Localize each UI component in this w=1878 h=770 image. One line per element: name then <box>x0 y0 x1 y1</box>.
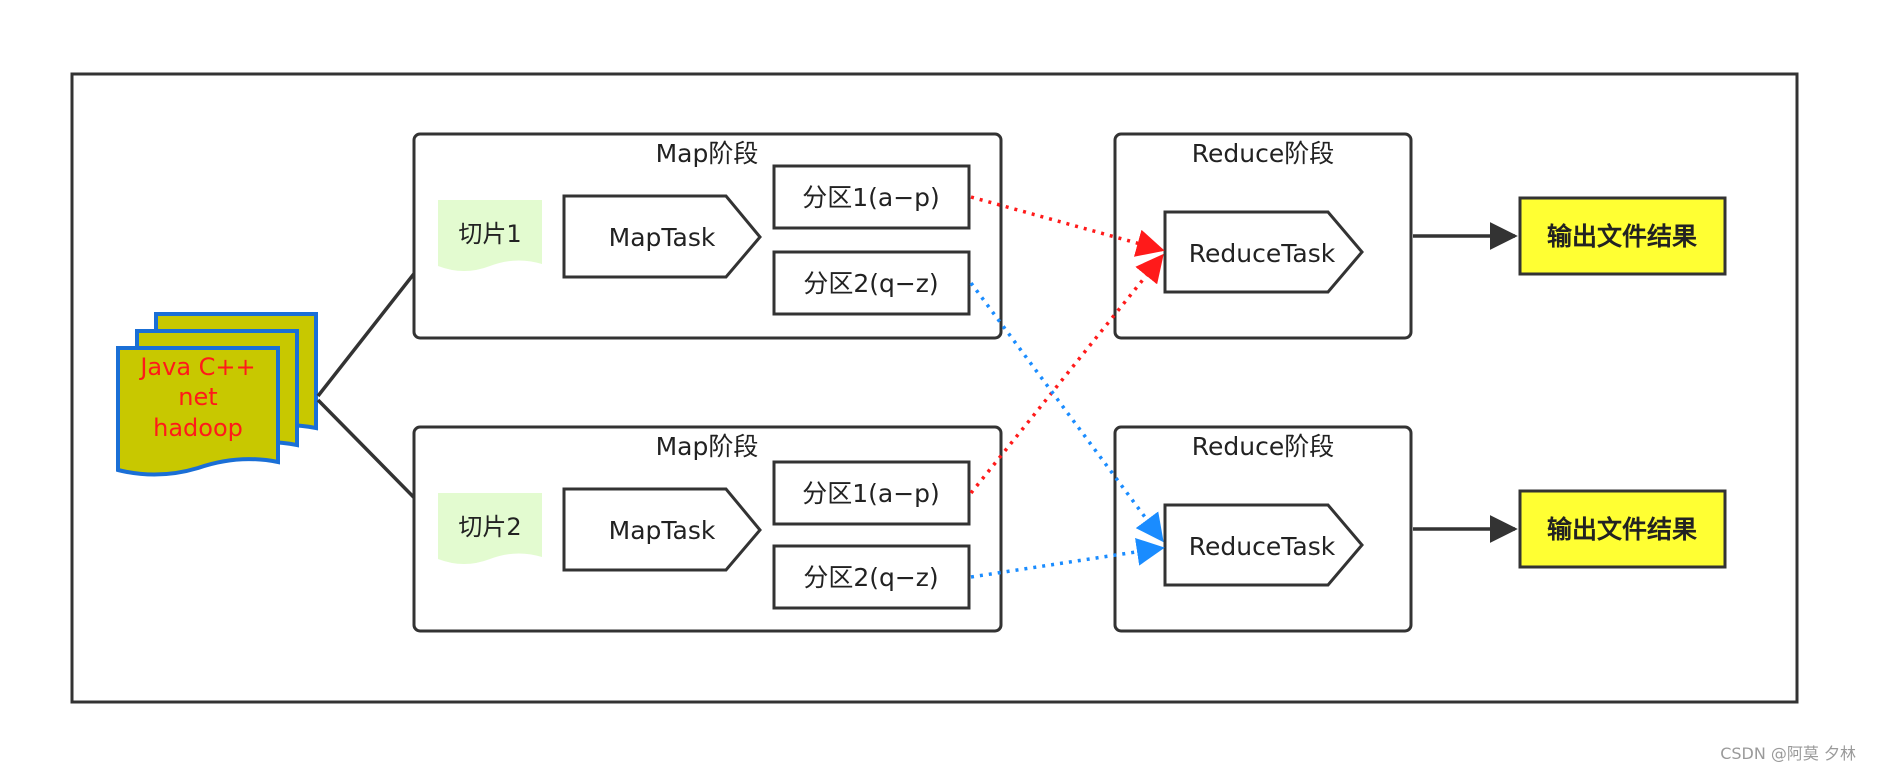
partition-box-2 <box>772 544 971 610</box>
map-task-shape <box>562 487 762 572</box>
map-stage-title: Map阶段 <box>656 139 759 168</box>
reduce-stage-2: Reduce阶段 ReduceTask <box>1113 425 1413 633</box>
reduce-task-shape <box>1163 503 1364 587</box>
shuffle-arrow-m1p1-r1 <box>970 195 1165 257</box>
slice-shape <box>438 493 542 564</box>
partition-label-2: 分区2(q−z) <box>803 563 938 592</box>
shuffle-arrow-m2p1-r1 <box>969 253 1164 495</box>
map-task-shape <box>562 194 762 279</box>
partition-label-1: 分区1(a−p) <box>802 183 940 212</box>
map-stage-2: Map阶段 切片2 MapTask 分区1(a−p) 分区2(q−z) <box>412 425 1003 633</box>
partition-box-1 <box>772 460 971 526</box>
input-doc-front <box>116 346 280 477</box>
input-doc-line-2: net <box>178 383 217 411</box>
output-2: 输出文件结果 <box>1518 489 1727 569</box>
partition-label-2: 分区2(q−z) <box>803 269 938 298</box>
partition-label-1: 分区1(a−p) <box>802 479 940 508</box>
slice-label: 切片1 <box>458 220 521 248</box>
watermark: CSDN @阿莫 夕林 <box>1720 744 1856 763</box>
reduce-task-label: ReduceTask <box>1189 532 1336 561</box>
partition-box-1 <box>772 164 971 230</box>
output-1: 输出文件结果 <box>1518 196 1727 276</box>
output-label: 输出文件结果 <box>1547 515 1697 544</box>
input-doc-line-3: hadoop <box>153 414 243 442</box>
reduce-stage-title: Reduce阶段 <box>1192 139 1334 168</box>
slice-shape <box>438 200 542 271</box>
partition-box-2 <box>772 250 971 316</box>
slice-label: 切片2 <box>458 513 521 541</box>
map-task-label: MapTask <box>609 516 716 545</box>
output-label: 输出文件结果 <box>1547 222 1697 251</box>
input-documents: Java C++ net hadoop <box>116 312 318 477</box>
reduce-stage-1: Reduce阶段 ReduceTask <box>1113 132 1413 340</box>
reduce-task-label: ReduceTask <box>1189 239 1336 268</box>
map-stage-title: Map阶段 <box>656 432 759 461</box>
output-box <box>1518 196 1727 276</box>
map-task-label: MapTask <box>609 223 716 252</box>
input-doc-line-1: Java C++ <box>138 353 255 381</box>
map-stage-1: Map阶段 切片1 MapTask 分区1(a−p) 分区2(q−z) <box>412 132 1003 340</box>
output-box <box>1518 489 1727 569</box>
reduce-task-shape <box>1163 210 1364 294</box>
reduce-stage-title: Reduce阶段 <box>1192 432 1334 461</box>
